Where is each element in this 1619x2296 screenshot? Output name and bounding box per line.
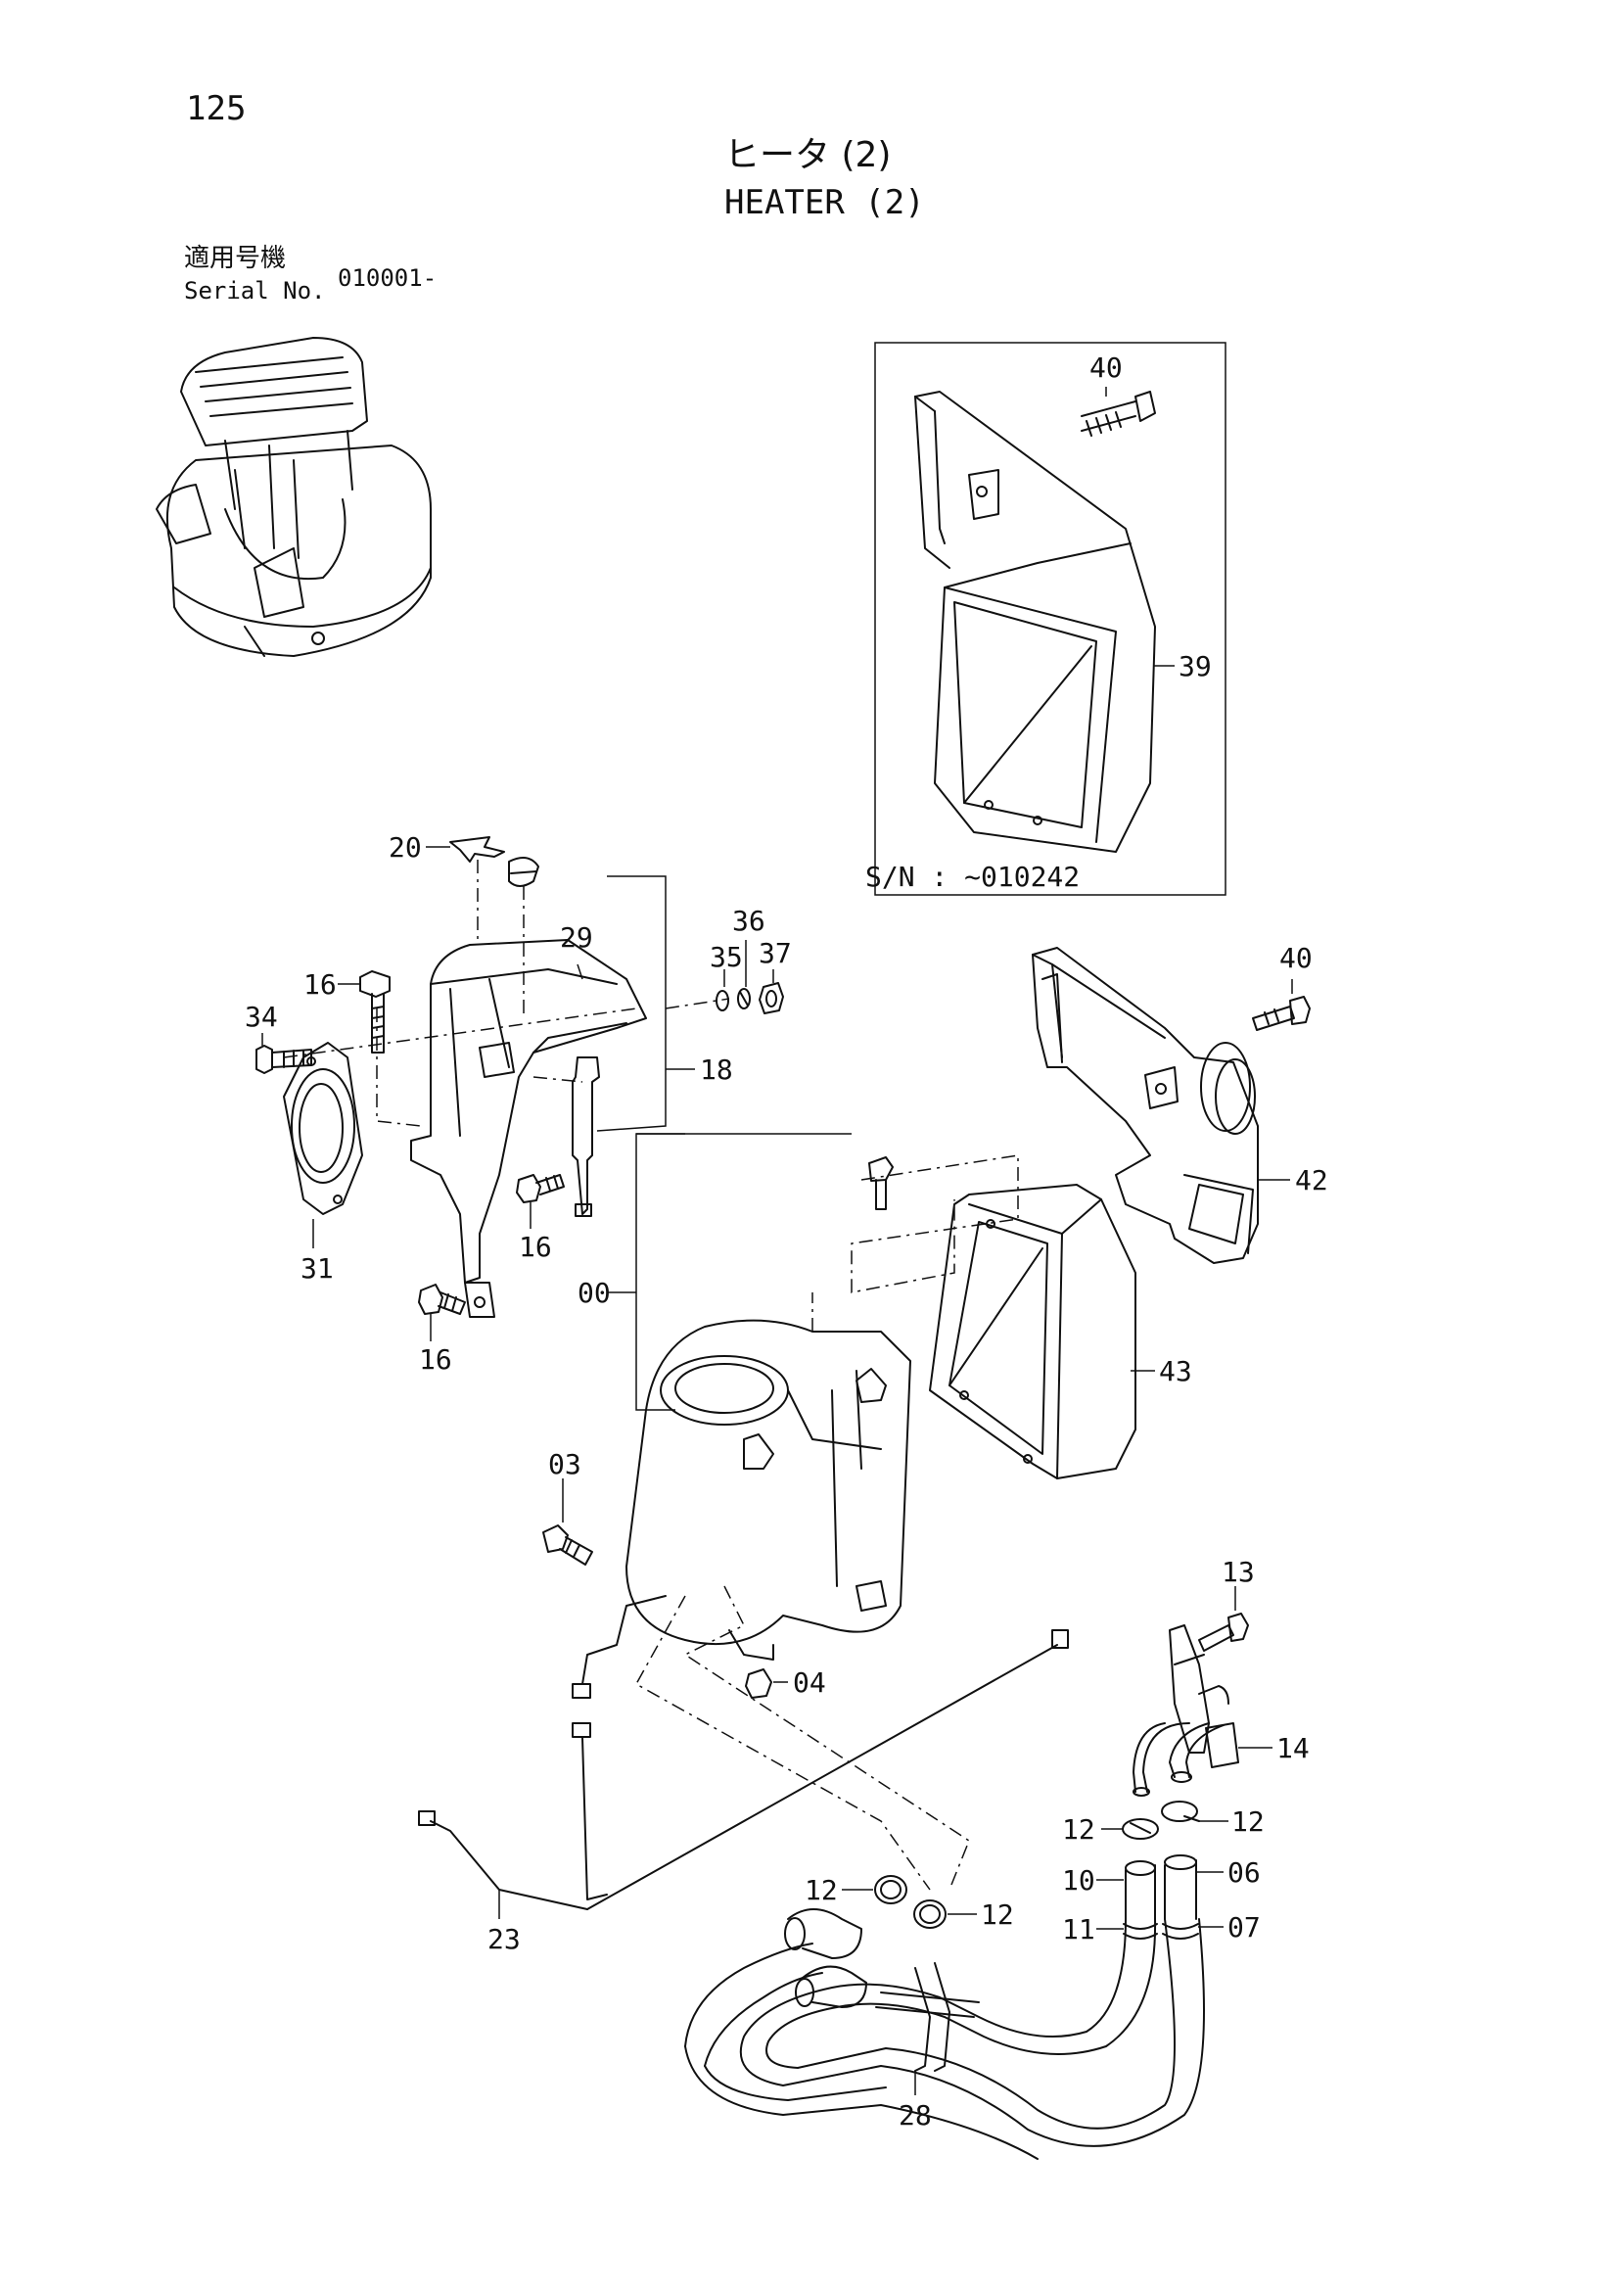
callout-29: 29	[560, 921, 593, 954]
callout-12-b: 12	[1231, 1805, 1265, 1838]
screw-heater-top	[868, 1156, 894, 1210]
callout-12-a: 12	[1062, 1813, 1095, 1846]
valve-14	[1133, 1624, 1239, 1797]
early-serial-inset: S/N : ~010242	[865, 342, 1226, 896]
duct-43	[929, 1184, 1136, 1479]
inset-bolt-40	[1081, 391, 1156, 437]
flange-31	[283, 1042, 363, 1215]
callout-06: 06	[1227, 1856, 1261, 1889]
harness-dash-route-b	[683, 1585, 970, 1891]
machine-location-thumbnail	[156, 337, 432, 657]
callout-42: 42	[1295, 1164, 1328, 1196]
duct-42	[1032, 947, 1259, 1264]
duct-connect-dash	[851, 1154, 1019, 1293]
callout-43: 43	[1159, 1355, 1192, 1387]
centerline-16a	[376, 1008, 422, 1127]
harness-23	[418, 1595, 1069, 1910]
callout-11: 11	[1062, 1913, 1095, 1945]
callout-18: 18	[700, 1054, 733, 1086]
callout-35: 35	[710, 941, 743, 973]
hose-assembly-28	[684, 1854, 1205, 2160]
leader-29	[577, 963, 583, 980]
clamp-12-a	[1122, 1818, 1159, 1840]
callout-07: 07	[1227, 1911, 1261, 1944]
callout-23: 23	[487, 1923, 521, 1955]
bolt-03	[542, 1524, 593, 1566]
callout-37: 37	[759, 937, 792, 969]
callout-16-low: 16	[419, 1343, 452, 1376]
callout-40-inset: 40	[1089, 351, 1123, 384]
group-bracket-00	[635, 1133, 685, 1411]
inset-serial-note: S/N : ~010242	[865, 861, 1080, 893]
clamp-12-d	[913, 1899, 947, 1929]
centerline-34	[283, 1007, 637, 1058]
serial-value: 010001-	[338, 264, 437, 292]
callout-28: 28	[899, 2099, 932, 2132]
callout-20: 20	[389, 831, 422, 864]
nut-37	[759, 982, 784, 1014]
callout-39: 39	[1179, 650, 1212, 682]
callout-12-c: 12	[805, 1874, 838, 1906]
centerline-sensor	[532, 1076, 583, 1083]
clip-top	[508, 857, 539, 887]
callout-40: 40	[1279, 942, 1313, 974]
clamp-12-c	[874, 1875, 907, 1904]
bolt-16-mid	[516, 1174, 565, 1203]
bolt-40-main	[1252, 996, 1311, 1031]
bolt-13	[1198, 1613, 1249, 1652]
callout-00: 00	[578, 1277, 611, 1309]
inset-frame	[874, 342, 1226, 896]
callout-16-top: 16	[303, 968, 337, 1001]
callout-34: 34	[245, 1001, 278, 1033]
title-english: HEATER (2)	[724, 183, 925, 222]
grommet-20	[449, 836, 505, 863]
callout-04: 04	[793, 1666, 826, 1699]
title-japanese: ヒータ (2)	[724, 135, 891, 175]
inset-duct-39	[914, 391, 1156, 853]
centerline-35	[665, 998, 730, 1009]
group-bracket-18	[596, 875, 667, 1132]
heater-bracket-29	[410, 939, 647, 1318]
nut-04	[745, 1668, 772, 1699]
washer-36	[737, 988, 751, 1009]
callout-14: 14	[1276, 1732, 1310, 1764]
serial-label-english: Serial No.	[184, 277, 326, 305]
bolt-16-top	[359, 970, 391, 1054]
bolt-16-low	[418, 1284, 466, 1315]
thermostat-sensor	[572, 1056, 600, 1217]
callout-12-d: 12	[981, 1898, 1014, 1931]
washer-35	[716, 990, 729, 1011]
callout-16-mid: 16	[519, 1231, 552, 1263]
heater-unit-00	[625, 1319, 911, 1661]
callout-31: 31	[301, 1252, 334, 1285]
callout-03: 03	[548, 1448, 581, 1480]
page-number: 125	[186, 89, 246, 128]
clamp-12-b	[1161, 1801, 1200, 1822]
callout-13: 13	[1222, 1556, 1255, 1588]
harness-dash-route	[634, 1595, 931, 1891]
serial-label-japanese: 適用号機	[184, 244, 286, 273]
callout-36: 36	[732, 905, 765, 937]
callout-10: 10	[1062, 1864, 1095, 1897]
